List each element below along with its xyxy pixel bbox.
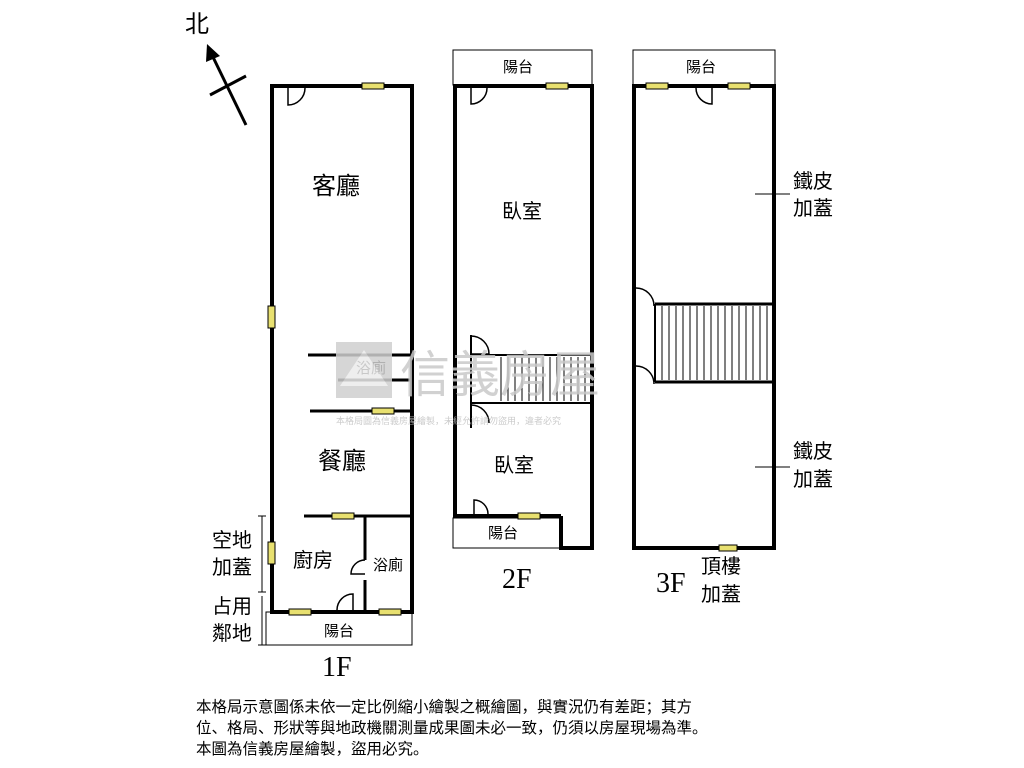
- note-vacant-line1: 空地: [212, 528, 252, 552]
- room-2f-bedroom-a: 臥室: [502, 199, 542, 223]
- room-bath-b: 浴廁: [373, 556, 403, 574]
- room-3f-iron-a-line2: 加蓋: [793, 196, 833, 220]
- watermark-brand: 信義房屋: [400, 346, 600, 404]
- north-label: 北: [185, 10, 209, 38]
- floor-2f: 陽台 臥室 臥室 陽台 2F: [452, 49, 594, 595]
- compass: 北: [185, 10, 248, 126]
- floor-label-2f: 2F: [502, 564, 532, 595]
- note-occupy-line1: 占用: [212, 594, 252, 618]
- disclaimer-line3: 本圖為信義房屋繪製，盜用必究。: [196, 740, 429, 758]
- room-3f-roof-line1: 頂樓: [701, 554, 741, 578]
- room-kitchen: 廚房: [293, 548, 333, 572]
- note-vacant-line2: 加蓋: [212, 555, 252, 579]
- room-living: 客廳: [312, 172, 360, 200]
- room-2f-bedroom-b: 臥室: [494, 453, 534, 477]
- room-dining: 餐廳: [318, 447, 366, 475]
- room-2f-balcony-top: 陽台: [503, 58, 533, 76]
- disclaimer-line2: 位、格局、形狀等與地政機關測量成果圖未必一致，仍須以房屋現場為準。: [196, 719, 708, 737]
- room-3f-balcony-top: 陽台: [686, 58, 716, 76]
- room-3f-iron-b-line1: 鐵皮: [793, 439, 833, 463]
- room-balcony: 陽台: [324, 622, 354, 640]
- floor-label-1f: 1F: [322, 652, 352, 683]
- watermark-logo-icon: [336, 342, 392, 398]
- watermark: 信義房屋 本格局圖為信義房屋繪製，未經允許請勿盜用，違者必究: [336, 342, 600, 427]
- room-3f-iron-a-line1: 鐵皮: [793, 169, 833, 193]
- disclaimer-line1: 本格局示意圖係未依一定比例縮小繪製之概繪圖，與實況仍有差距；其方: [196, 698, 693, 716]
- floor-label-3f: 3F: [656, 568, 686, 599]
- disclaimer: 本格局示意圖係未依一定比例縮小繪製之概繪圖，與實況仍有差距；其方 位、格局、形狀…: [196, 697, 836, 760]
- room-3f-roof-line2: 加蓋: [701, 582, 741, 606]
- floor-3f: 陽台 鐵皮 加蓋 鐵皮 加蓋 頂樓 加蓋 3F: [632, 49, 833, 606]
- room-3f-iron-b-line2: 加蓋: [793, 467, 833, 491]
- room-2f-balcony-bottom: 陽台: [488, 524, 518, 542]
- watermark-notice: 本格局圖為信義房屋繪製，未經允許請勿盜用，違者必究: [336, 415, 561, 427]
- note-occupy-line2: 鄰地: [212, 621, 252, 645]
